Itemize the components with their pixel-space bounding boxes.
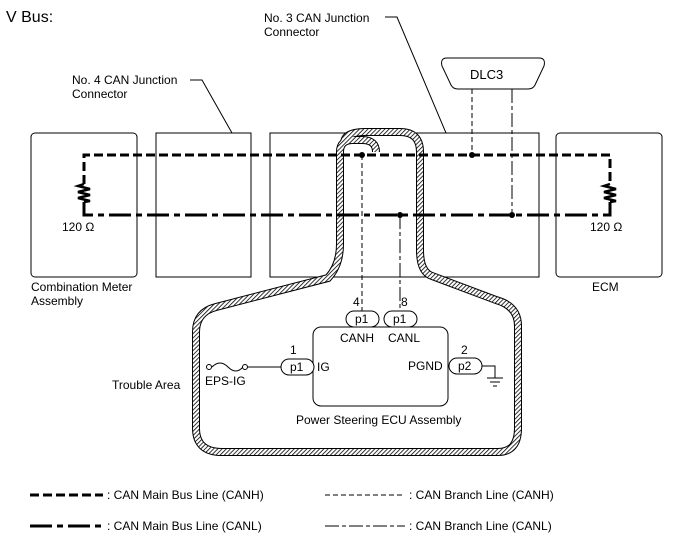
pin-1-connector-label: p1	[290, 360, 304, 374]
dlc3-label: DLC3	[470, 67, 503, 82]
ecu-canh-junction-dot	[359, 152, 365, 158]
trouble-area-outline-fill	[193, 129, 521, 455]
pin-1-number: 1	[290, 343, 297, 357]
pin-2-signal: PGND	[408, 359, 443, 373]
ground-icon	[487, 377, 503, 387]
pin-2-connector-label: p2	[458, 359, 472, 373]
fuse-label: EPS-IG	[205, 374, 246, 388]
pin-4-number: 4	[353, 295, 360, 309]
ecu-name-label: Power Steering ECU Assembly	[296, 413, 461, 427]
dlc3-canl-junction-dot	[509, 212, 515, 218]
ecm-box	[555, 132, 663, 278]
page-title: V Bus:	[6, 9, 53, 26]
pin-1-signal: IG	[317, 360, 330, 374]
ground-wire	[482, 365, 496, 378]
junction-no3-label-line1: No. 3 CAN Junction	[264, 11, 369, 25]
legend-canh-main-label: : CAN Main Bus Line (CANH)	[107, 488, 264, 502]
combination-meter-label-line1: Combination Meter	[31, 280, 132, 294]
fuse-icon	[211, 362, 244, 372]
junction-no4-label-line2: Connector	[72, 87, 127, 101]
pin-8-connector-label: p1	[393, 312, 407, 326]
resistor-left-zigzag	[73, 182, 91, 204]
dlc3-canh-junction-dot	[469, 152, 475, 158]
pin-8-signal: CANL	[388, 331, 420, 345]
trouble-area-label: Trouble Area	[112, 378, 181, 392]
junction-no4-box	[155, 132, 252, 278]
combination-meter-label-line2: Assembly	[31, 294, 83, 308]
can-main-bus-canl	[82, 202, 612, 217]
pin-8-number: 8	[401, 295, 408, 309]
legend-canl-main-label: : CAN Main Bus Line (CANL)	[107, 519, 262, 533]
pin-2-number: 2	[461, 343, 468, 357]
fuse-terminal-left	[206, 364, 212, 370]
junction-no3-label-line2: Connector	[264, 25, 319, 39]
legend-canh-branch-label: : CAN Branch Line (CANH)	[409, 488, 554, 502]
junction-no4-label-line1: No. 4 CAN Junction	[72, 73, 177, 87]
pin-4-connector	[345, 310, 380, 328]
can-main-bus-canh	[82, 153, 612, 184]
pin-4-connector-label: p1	[355, 312, 369, 326]
resistor-right-zigzag	[599, 182, 617, 204]
pin-8-connector	[383, 310, 418, 328]
combination-meter-box	[30, 132, 138, 278]
fuse-terminal-right	[242, 364, 248, 370]
dlc3-connector-shape	[441, 57, 545, 90]
pin-4-signal: CANH	[340, 331, 374, 345]
junction-no3-leader	[385, 16, 447, 134]
resistor-right-label: 120 Ω	[590, 220, 622, 234]
ecm-label: ECM	[592, 280, 619, 294]
junction-no4-leader	[190, 79, 233, 134]
legend-canl-branch-label: : CAN Branch Line (CANL)	[409, 519, 552, 533]
resistor-left-label: 120 Ω	[62, 220, 94, 234]
ecu-canl-junction-dot	[397, 212, 403, 218]
